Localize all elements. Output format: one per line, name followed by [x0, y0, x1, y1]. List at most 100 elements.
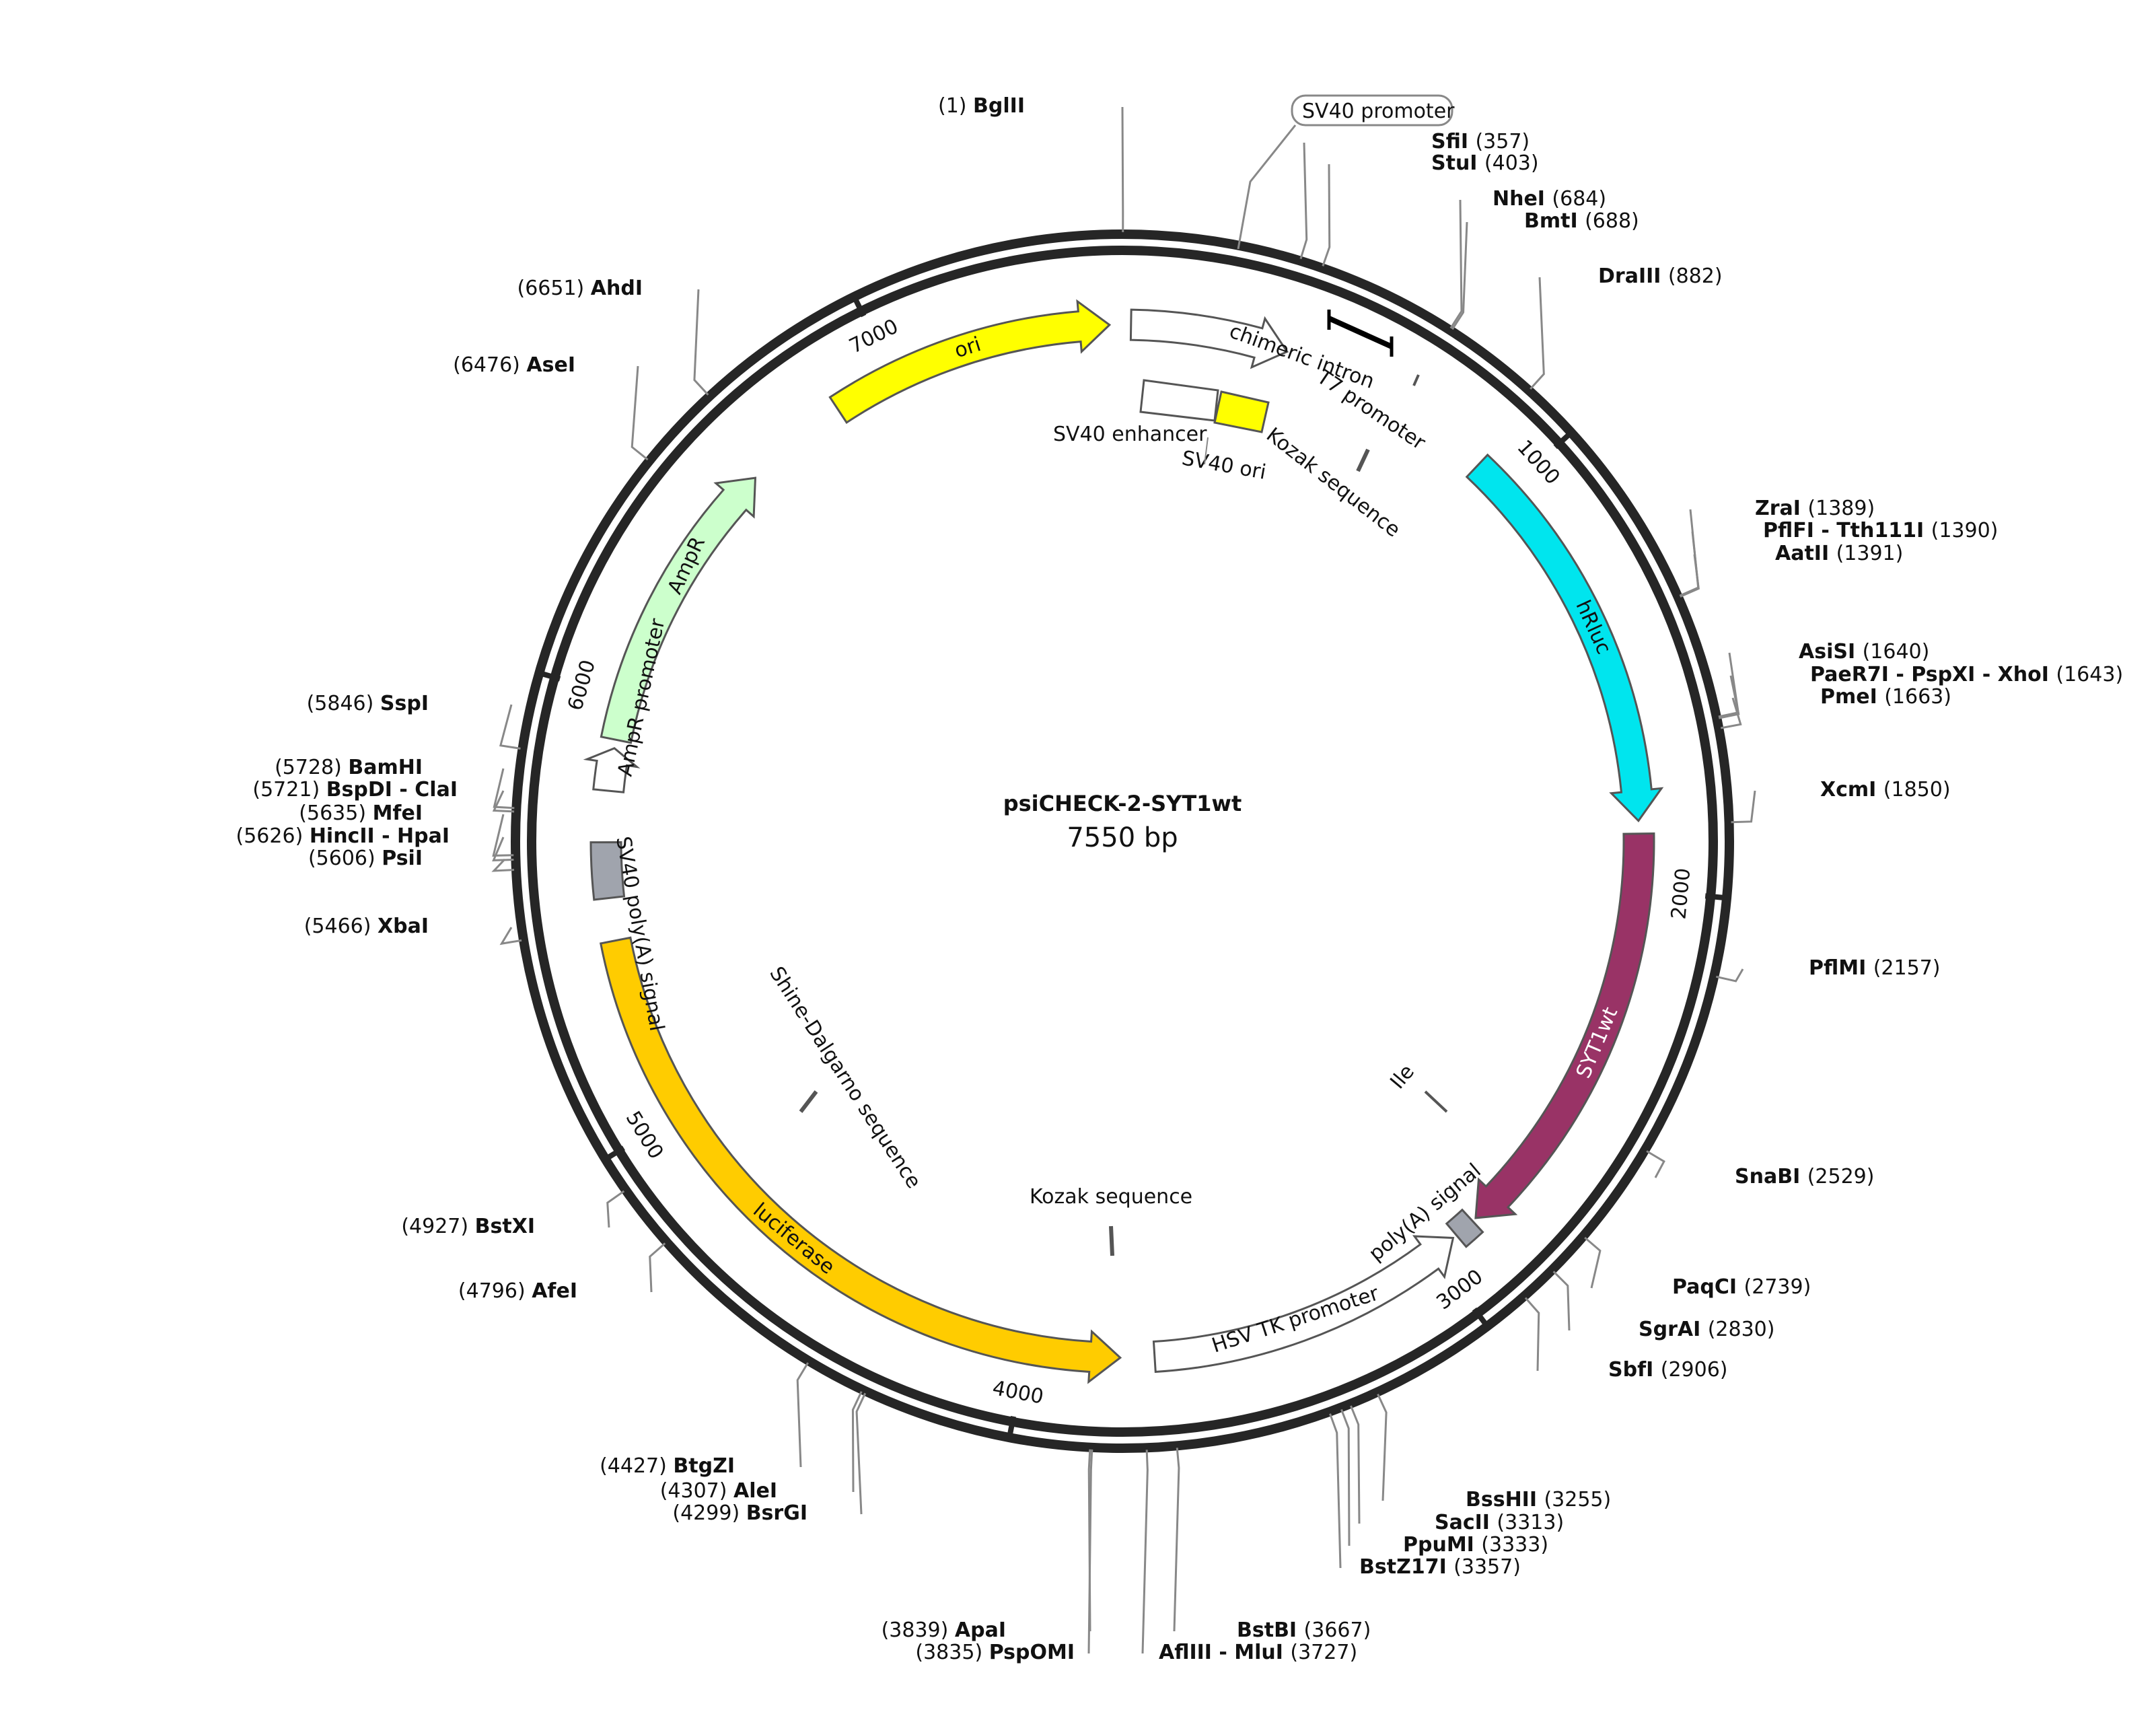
- site-leader-5: [1530, 277, 1545, 390]
- site-leader-0: [1121, 106, 1124, 233]
- site-name-29: BstXI: [475, 1215, 535, 1238]
- site-leader-29: [606, 1190, 625, 1228]
- site-label-4: BmtI (688): [1524, 209, 1639, 233]
- site-name-36: BamHI: [348, 756, 423, 779]
- site-position-35: (5721): [252, 778, 326, 801]
- label-sv40-ori: SV40 ori: [1180, 446, 1268, 484]
- site-position-5: (882): [1668, 264, 1723, 288]
- tick-label-2000: 2000: [1667, 867, 1695, 920]
- site-position-13: (2157): [1873, 956, 1941, 980]
- site-leader-3: [1449, 199, 1463, 329]
- site-leader-30: [649, 1242, 666, 1293]
- site-name-24: ApaI: [955, 1618, 1006, 1642]
- site-name-4: BmtI: [1524, 209, 1585, 233]
- site-name-39: AhdI: [591, 277, 643, 300]
- tick-5000: [602, 1145, 626, 1163]
- kozak-mark-1: [1356, 448, 1370, 472]
- site-name-34: MfeI: [373, 801, 423, 825]
- sv40-promoter-callout: [1291, 94, 1453, 127]
- site-name-18: BssHII: [1466, 1488, 1544, 1511]
- site-position-1: (357): [1475, 130, 1530, 153]
- ile-mark: [1424, 1090, 1448, 1113]
- site-position-38: (6476): [453, 353, 526, 377]
- site-label-20: PpuMI (3333): [1403, 1533, 1548, 1557]
- site-name-23: AflIII - MluI: [1159, 1641, 1290, 1664]
- site-label-8: AatII (1391): [1775, 542, 1903, 565]
- site-name-25: PspOMI: [989, 1641, 1075, 1664]
- site-leader-lines: [491, 106, 1756, 1654]
- site-position-8: (1391): [1836, 542, 1904, 565]
- site-label-31: (5466) XbaI: [304, 915, 429, 938]
- site-position-31: (5466): [304, 915, 378, 938]
- site-label-24: (3839) ApaI: [882, 1618, 1006, 1642]
- site-position-6: (1389): [1807, 497, 1875, 520]
- site-name-13: PflMI: [1809, 956, 1873, 980]
- site-name-31: XbaI: [378, 915, 429, 938]
- site-position-29: (4927): [401, 1215, 474, 1238]
- site-label-2: StuI (403): [1431, 151, 1539, 175]
- site-name-5: DraIII: [1598, 264, 1668, 288]
- plasmid-name: psiCHECK-2-SYT1wt: [1003, 791, 1242, 816]
- site-name-19: SacII: [1435, 1511, 1497, 1534]
- site-label-21: BstZ17I (3357): [1359, 1555, 1521, 1579]
- site-leader-11: [1720, 697, 1742, 729]
- t7-promoter-mark: [1412, 374, 1420, 386]
- site-label-30: (4796) AfeI: [458, 1279, 577, 1303]
- site-name-28: BsrGI: [746, 1501, 807, 1525]
- site-leader-23: [1141, 1450, 1149, 1654]
- site-name-16: SgrAI: [1639, 1318, 1708, 1341]
- site-position-11: (1663): [1884, 685, 1951, 709]
- kozak-mark-2: [1109, 1225, 1114, 1256]
- shine-dalgarno-mark: [799, 1090, 818, 1113]
- site-position-16: (2830): [1708, 1318, 1775, 1341]
- site-name-9: AsiSI: [1799, 640, 1863, 664]
- site-name-21: BstZ17I: [1359, 1555, 1453, 1579]
- site-name-33: HincII - HpaI: [310, 824, 450, 848]
- site-label-6: ZraI (1389): [1755, 497, 1875, 520]
- site-position-12: (1850): [1883, 778, 1951, 801]
- site-leader-35: [492, 790, 515, 813]
- site-name-27: AleI: [733, 1479, 777, 1503]
- site-label-26: (4427) BtgZI: [600, 1454, 735, 1478]
- site-leader-10: [1719, 675, 1740, 719]
- site-position-25: (3835): [915, 1641, 989, 1664]
- site-label-11: PmeI (1663): [1820, 685, 1951, 709]
- tick-1000: [1553, 429, 1575, 450]
- site-label-16: SgrAI (2830): [1639, 1318, 1774, 1341]
- site-position-10: (1643): [2056, 663, 2123, 686]
- site-leader-19: [1350, 1405, 1361, 1524]
- site-label-3: NheI (684): [1493, 187, 1606, 211]
- site-label-12: XcmI (1850): [1820, 778, 1951, 801]
- label-kozak-sequence-1: Kozak sequence: [1262, 423, 1404, 542]
- site-name-14: SnaBI: [1735, 1165, 1807, 1188]
- site-position-37: (5846): [307, 692, 380, 715]
- site-leader-39: [693, 289, 709, 396]
- site-label-18: BssHII (3255): [1466, 1488, 1611, 1511]
- site-position-36: (5728): [275, 756, 348, 779]
- site-position-14: (2529): [1807, 1165, 1875, 1188]
- site-position-23: (3727): [1290, 1641, 1357, 1664]
- site-leader-16: [1552, 1271, 1571, 1331]
- feature-syt1wt: [1474, 832, 1655, 1219]
- feature-1: [1129, 308, 1289, 369]
- feature-7: [589, 841, 626, 901]
- site-leader-32: [491, 858, 515, 872]
- site-leader-25: [1087, 1449, 1093, 1654]
- tick-label-5000: 5000: [621, 1107, 668, 1163]
- site-name-15: PaqCI: [1672, 1275, 1744, 1299]
- site-name-38: AseI: [526, 353, 575, 377]
- label-kozak-sequence-2: Kozak sequence: [1030, 1185, 1192, 1209]
- site-name-20: PpuMI: [1403, 1533, 1481, 1557]
- site-position-32: (5606): [308, 847, 382, 870]
- backbone-outer-ring: [511, 229, 1734, 1453]
- label-shine-dalgarno: Shine-Dalgarno sequence: [764, 962, 925, 1192]
- site-leader-37: [499, 704, 521, 750]
- site-label-34: (5635) MfeI: [299, 801, 423, 825]
- site-name-2: StuI: [1431, 151, 1484, 175]
- site-position-3: (684): [1552, 187, 1606, 211]
- site-name-26: BtgZI: [673, 1454, 735, 1478]
- sv40-ori-box: [1213, 390, 1270, 433]
- site-leader-15: [1584, 1236, 1602, 1289]
- feature-4: [1445, 1208, 1484, 1248]
